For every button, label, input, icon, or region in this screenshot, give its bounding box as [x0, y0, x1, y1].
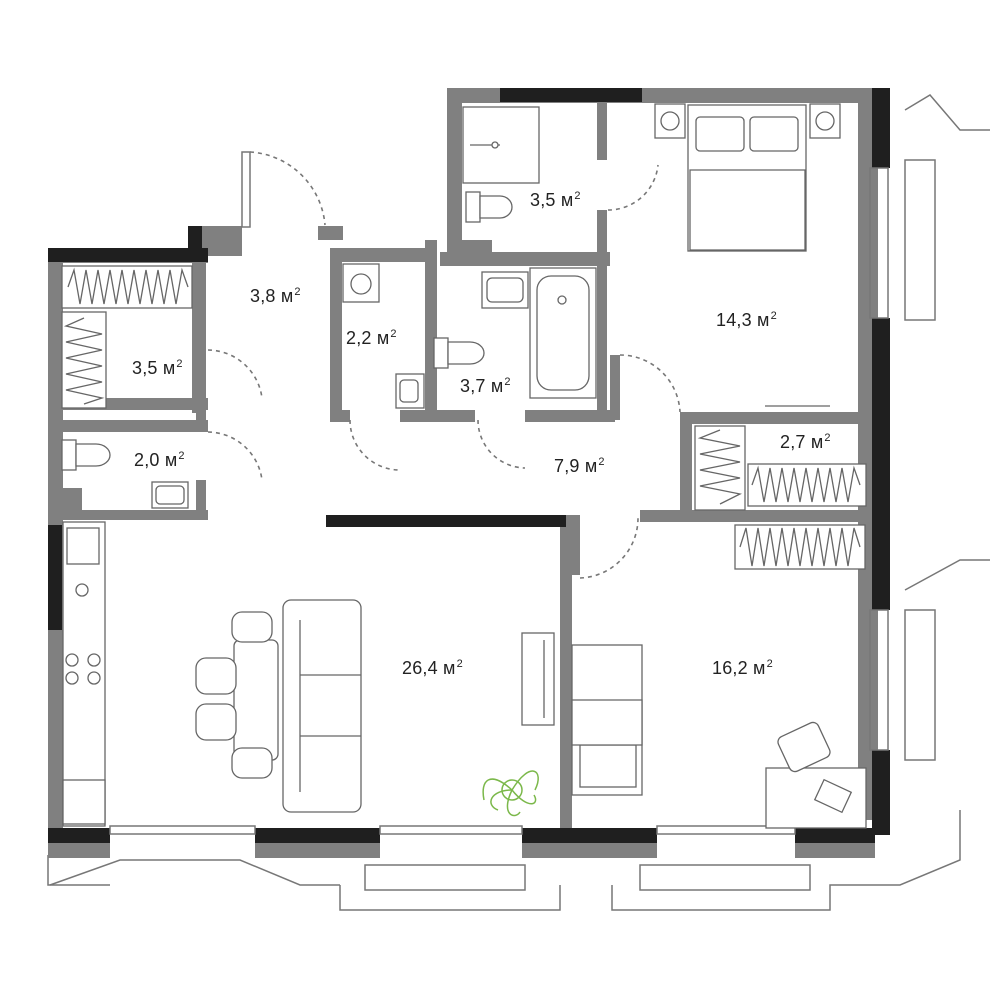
area-unit-exponent: 2: [770, 310, 777, 322]
area-label-wc: 2,0 м2: [134, 450, 185, 471]
area-unit-exponent: 2: [598, 456, 605, 468]
area-label-closet-left: 3,5 м2: [132, 358, 183, 379]
area-unit: м: [376, 328, 390, 348]
area-unit: м: [753, 658, 766, 678]
area-label-bath-top: 3,5 м2: [530, 190, 581, 211]
area-unit: м: [810, 432, 824, 452]
area-value: 3,5: [530, 190, 556, 210]
area-unit: м: [560, 190, 574, 210]
area-value: 16,2: [712, 658, 748, 678]
tv-unit: [521, 632, 555, 726]
sink-top: [462, 106, 540, 184]
area-value: 3,8: [250, 286, 276, 306]
windows: [109, 151, 889, 835]
wardrobe-left: [61, 265, 193, 409]
wardrobe-right: [694, 405, 867, 570]
sofa: [282, 599, 362, 813]
area-unit: м: [164, 450, 178, 470]
area-unit-exponent: 2: [294, 286, 301, 298]
single-bed: [571, 644, 643, 796]
area-unit-exponent: 2: [824, 432, 831, 444]
area-label-living: 26,4 м2: [402, 658, 463, 679]
doors: [207, 151, 681, 579]
area-label-laundry: 2,2 м2: [346, 328, 397, 349]
sink-bath: [481, 271, 529, 309]
area-value: 3,7: [460, 376, 486, 396]
area-unit: м: [162, 358, 176, 378]
area-unit-exponent: 2: [766, 658, 773, 670]
bathtub: [529, 267, 597, 399]
area-label-wardrobe-right: 2,7 м2: [780, 432, 831, 453]
area-value: 26,4: [402, 658, 438, 678]
area-label-hall: 3,8 м2: [250, 286, 301, 307]
area-value: 2,7: [780, 432, 806, 452]
area-unit: м: [490, 376, 504, 396]
area-label-corridor: 7,9 м2: [554, 456, 605, 477]
area-unit-exponent: 2: [176, 358, 183, 370]
area-unit: м: [757, 310, 770, 330]
desk: [765, 721, 867, 829]
area-unit: м: [584, 456, 598, 476]
dining-set: [195, 611, 279, 779]
sink-wc: [151, 481, 189, 509]
toilet-bath: [433, 337, 485, 369]
area-label-bedroom: 14,3 м2: [716, 310, 777, 331]
plant: [482, 770, 539, 817]
toilet-wc: [61, 439, 111, 471]
sink-laundry: [395, 373, 425, 409]
load-bearing-walls: [48, 88, 890, 843]
area-unit: м: [280, 286, 294, 306]
area-value: 2,0: [134, 450, 160, 470]
double-bed: [654, 103, 841, 252]
area-unit-exponent: 2: [178, 450, 185, 462]
area-label-bedroom-2: 16,2 м2: [712, 658, 773, 679]
area-unit-exponent: 2: [456, 658, 463, 670]
area-unit: м: [443, 658, 456, 678]
area-unit-exponent: 2: [390, 328, 397, 340]
area-value: 2,2: [346, 328, 372, 348]
area-unit-exponent: 2: [574, 190, 581, 202]
area-unit-exponent: 2: [504, 376, 511, 388]
toilet-top: [465, 191, 513, 223]
kitchen-counter: [62, 521, 106, 827]
exterior-outline: [47, 94, 990, 911]
area-value: 7,9: [554, 456, 580, 476]
area-value: 14,3: [716, 310, 752, 330]
area-value: 3,5: [132, 358, 158, 378]
washing-machine: [342, 263, 380, 303]
area-label-bath-mid: 3,7 м2: [460, 376, 511, 397]
